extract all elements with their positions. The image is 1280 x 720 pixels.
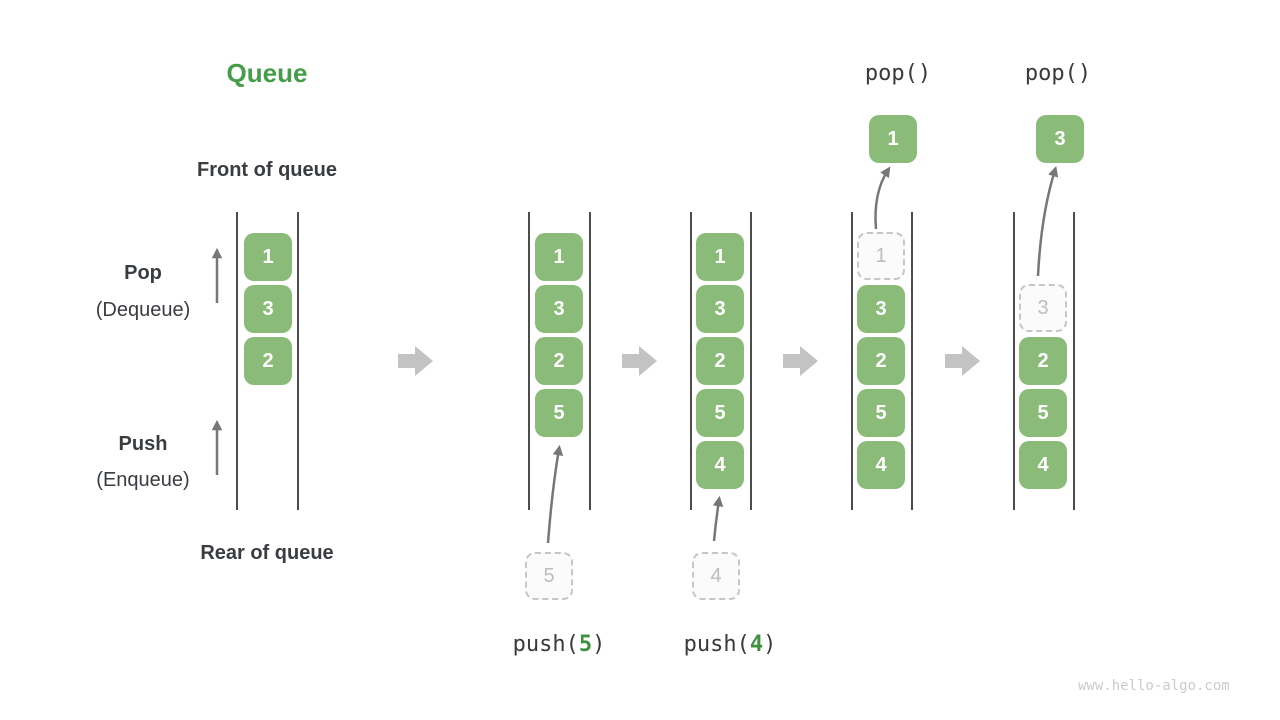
push-label: Push [118, 433, 168, 455]
front-of-queue-label: Front of queue [197, 159, 337, 181]
queue-item: 2 [696, 337, 744, 385]
queue-wall [1013, 212, 1015, 510]
queue-wall [1073, 212, 1075, 510]
queue-item: 5 [696, 389, 744, 437]
queue-item: 3 [535, 285, 583, 333]
queue-item-removed: 3 [1019, 284, 1067, 332]
step-arrow-icon [622, 346, 657, 376]
pending-push-value: 4 [692, 552, 740, 600]
queue-item: 4 [696, 441, 744, 489]
queue-wall [690, 212, 692, 510]
push-call-suffix: ) [592, 632, 606, 657]
queue-item: 3 [696, 285, 744, 333]
queue-item: 3 [244, 285, 292, 333]
push-call-arg: 5 [578, 632, 593, 657]
queue-wall [236, 212, 238, 510]
pending-push-value: 5 [525, 552, 573, 600]
dequeue-label: (Dequeue) [95, 299, 191, 321]
queue-item: 4 [1019, 441, 1067, 489]
queue-wall [589, 212, 591, 510]
diagram-title: Queue [226, 58, 308, 88]
queue-wall [528, 212, 530, 510]
queue-item: 2 [857, 337, 905, 385]
queue-item: 4 [857, 441, 905, 489]
watermark: www.hello-algo.com [1078, 678, 1230, 694]
queue-item: 5 [857, 389, 905, 437]
pop1-arrow-icon [874, 166, 891, 230]
queue-wall [750, 212, 752, 510]
push-call-suffix: ) [763, 632, 777, 657]
pop-label: Pop [124, 262, 162, 284]
queue-item: 1 [535, 233, 583, 281]
queue-item: 1 [696, 233, 744, 281]
rear-of-queue-label: Rear of queue [200, 542, 334, 564]
popped-value: 1 [869, 115, 917, 163]
queue-item-removed: 1 [857, 232, 905, 280]
push-call-label: push(4) [650, 632, 810, 657]
queue-item: 5 [1019, 389, 1067, 437]
popped-value: 3 [1036, 115, 1084, 163]
step-arrow-icon [398, 346, 433, 376]
push-call-prefix: push( [683, 632, 750, 657]
push4-arrow-icon [712, 495, 724, 542]
queue-item: 2 [535, 337, 583, 385]
queue-item: 2 [244, 337, 292, 385]
queue-wall [911, 212, 913, 510]
step-arrow-icon [783, 346, 818, 376]
queue-item: 1 [244, 233, 292, 281]
step-arrow-icon [945, 346, 980, 376]
pop-call-label: pop() [864, 61, 932, 86]
queue-wall [297, 212, 299, 510]
pop2-arrow-icon [1036, 165, 1059, 277]
push-call-arg: 4 [749, 632, 764, 657]
push5-arrow-icon [546, 444, 564, 544]
pop-call-label: pop() [1024, 61, 1092, 86]
push-call-label: push(5) [479, 632, 639, 657]
queue-item: 5 [535, 389, 583, 437]
push-call-prefix: push( [512, 632, 579, 657]
enqueue-label: (Enqueue) [96, 469, 190, 491]
queue-wall [851, 212, 853, 510]
queue-item: 3 [857, 285, 905, 333]
queue-item: 2 [1019, 337, 1067, 385]
